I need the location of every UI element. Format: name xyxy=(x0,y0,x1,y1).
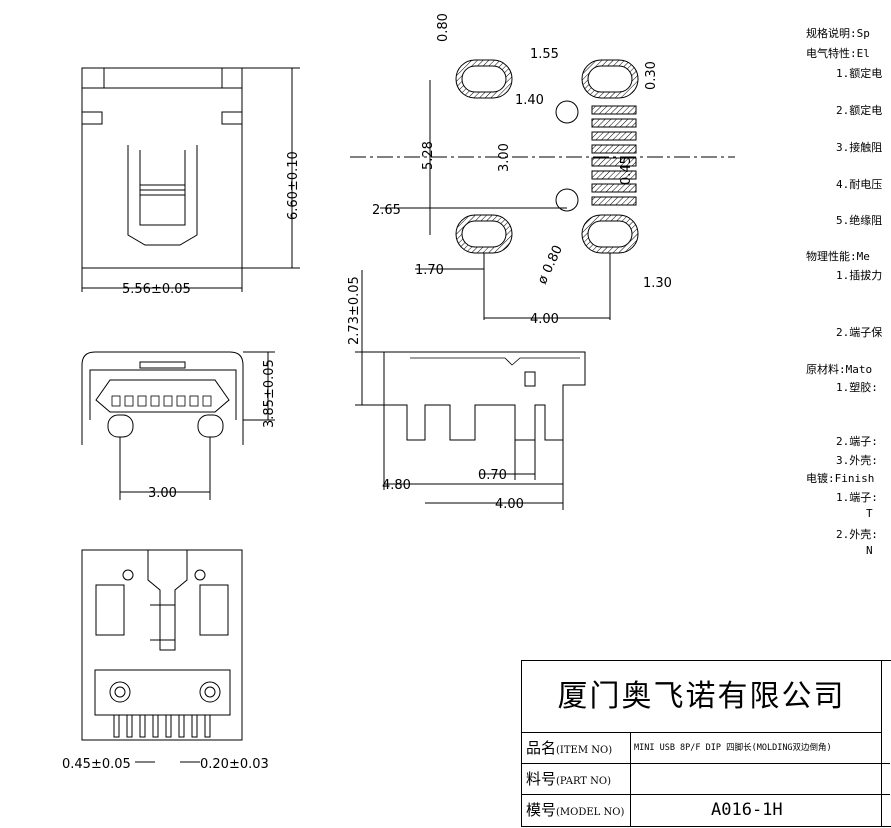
item-value: MINI USB 8P/F DIP 四脚长(MOLDING双边倒角) xyxy=(630,733,881,764)
model-row: 模号(MODEL NO) A016-1H xyxy=(522,795,890,826)
dim-pcb-x-offset: 2.65 xyxy=(372,203,401,218)
spec-line: 3.接触阻 xyxy=(836,141,883,154)
part-label-en: (PART NO) xyxy=(556,776,612,787)
dim-front-height: 3.85±0.05 xyxy=(262,359,277,428)
dim-side-height: 2.73±0.05 xyxy=(347,276,362,345)
spec-line: 3.外壳: xyxy=(836,454,878,467)
item-label-cn: 品名 xyxy=(526,739,557,757)
spec-line: 规格说明:Sp xyxy=(806,27,870,40)
dim-pcb-slot-h: 0.80 xyxy=(436,13,451,42)
item-row: 品名(ITEM NO) MINI USB 8P/F DIP 四脚长(MOLDIN… xyxy=(522,733,890,764)
model-label-cn: 模号 xyxy=(526,801,557,819)
company-name: 厦门奥飞诺有限公司 xyxy=(522,661,881,733)
spec-line: 原材料:Mato xyxy=(806,363,873,376)
dim-pcb-hole-dia: ø 0.80 xyxy=(535,243,566,287)
title-block-divider xyxy=(881,661,882,826)
dim-pin-thickness: 0.20±0.03 xyxy=(200,757,269,772)
dim-pcb-y-span: 5.28 xyxy=(421,141,436,170)
part-row: 料号(PART NO) xyxy=(522,764,890,795)
spec-line: 1.塑胶: xyxy=(836,381,878,394)
spec-line: 4.耐电压 xyxy=(836,178,883,191)
spec-line: N xyxy=(866,544,873,557)
side-view xyxy=(355,270,586,510)
dim-top-width: 5.56±0.05 xyxy=(122,282,191,297)
spec-line: 1.端子: xyxy=(836,491,878,504)
part-label-cn: 料号 xyxy=(526,770,557,788)
spec-line: 2.额定电 xyxy=(836,104,883,117)
front-view xyxy=(81,351,275,500)
top-view xyxy=(81,67,300,292)
dim-top-height: 6.60±0.10 xyxy=(286,151,301,220)
dim-pcb-total: 4.00 xyxy=(530,312,559,327)
model-label-en: (MODEL NO) xyxy=(556,807,625,818)
spec-line: 电气特性:El xyxy=(806,47,870,60)
dim-pcb-slot-w: 1.55 xyxy=(530,47,559,62)
spec-line: 1.额定电 xyxy=(836,67,883,80)
spec-line: 物理性能:Me xyxy=(806,250,870,263)
spec-line: T xyxy=(866,507,873,520)
dim-pcb-pad-w: 0.45 xyxy=(619,156,634,185)
spec-line: 电镀:Finish xyxy=(806,472,875,485)
spec-line: 2.端子: xyxy=(836,435,878,448)
dim-pcb-hole-y: 3.00 xyxy=(497,143,512,172)
spec-line: 2.外壳: xyxy=(836,528,878,541)
item-label: 品名(ITEM NO) xyxy=(526,733,630,766)
title-block: 厦门奥飞诺有限公司 品名(ITEM NO) MINI USB 8P/F DIP … xyxy=(521,660,891,827)
bottom-view xyxy=(81,549,243,763)
model-value: A016-1H xyxy=(630,795,881,826)
item-label-en: (ITEM NO) xyxy=(556,745,613,756)
dim-side-total: 4.00 xyxy=(495,497,524,512)
dim-side-pin: 0.70 xyxy=(478,468,507,483)
spec-line: 1.插拔力 xyxy=(836,269,883,282)
spec-line: 5.绝缘阻 xyxy=(836,214,883,227)
part-value xyxy=(630,764,881,795)
model-label: 模号(MODEL NO) xyxy=(526,795,630,828)
dim-pcb-hole-offset: 1.40 xyxy=(515,93,544,108)
dim-pcb-slot-x2: 1.30 xyxy=(643,276,672,291)
dim-side-left: 4.80 xyxy=(382,478,411,493)
dim-pcb-slot-x: 1.70 xyxy=(415,263,444,278)
pcb-layout xyxy=(350,59,735,320)
dim-front-pitch: 3.00 xyxy=(148,486,177,501)
dim-pcb-pad-pitch: 0.30 xyxy=(644,61,659,90)
part-label: 料号(PART NO) xyxy=(526,764,630,797)
dim-pin-width: 0.45±0.05 xyxy=(62,757,131,772)
spec-line: 2.端子保 xyxy=(836,326,883,339)
